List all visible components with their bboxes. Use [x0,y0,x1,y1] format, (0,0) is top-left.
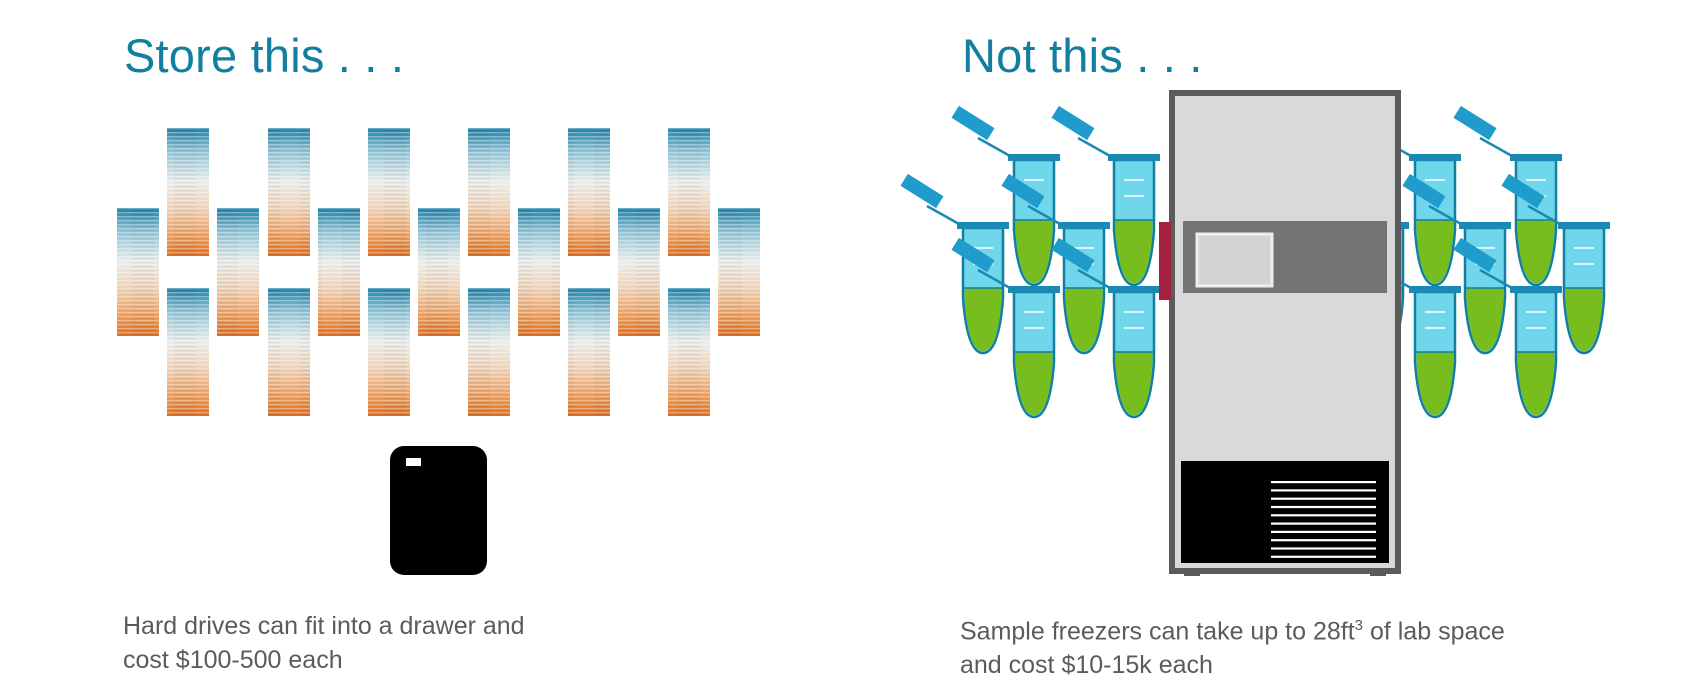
freezer-foot-right [1370,571,1386,576]
sequence-tile-grid [117,128,760,416]
sequence-tile [268,288,310,416]
sequence-tile [268,128,310,256]
freezer-foot-left [1184,571,1200,576]
sequence-tile [568,288,610,416]
microcentrifuge-tube-icon [1051,105,1160,287]
freezer-display [1195,232,1274,288]
hard-drive-led [406,458,421,466]
sequence-tile [117,208,159,336]
microcentrifuge-tube-icon [1501,173,1610,355]
right-caption: Sample freezers can take up to 28ft3 of … [960,609,1660,682]
sequence-tile [668,288,710,416]
sequence-tile [217,208,259,336]
freezer-vent [1181,461,1389,563]
not-heading: Not this . . . [962,29,1203,82]
sequence-tile [167,288,209,416]
lab-freezer-icon [1159,90,1401,576]
right-caption-line1: Sample freezers can take up to 28ft3 of … [960,617,1505,646]
sequence-tile [668,128,710,256]
hard-drive-icon [390,446,487,575]
microcentrifuge-tube-icon [1453,237,1562,419]
sequence-tile [368,288,410,416]
left-caption: Hard drives can fit into a drawer and co… [123,609,683,677]
freezer-handle [1159,222,1171,300]
sequence-tile [618,208,660,336]
store-heading: Store this . . . [124,29,405,82]
sequence-tile [568,128,610,256]
left-caption-line2: cost $100-500 each [123,646,343,674]
sequence-tile [167,128,209,256]
sequence-tile [368,128,410,256]
sequence-tile [418,208,460,336]
left-caption-line1: Hard drives can fit into a drawer and [123,612,525,640]
right-caption-line2: and cost $10-15k each [960,651,1213,680]
microcentrifuge-tube-icon [951,237,1060,419]
sequence-tile [718,208,760,336]
sequence-tile [468,288,510,416]
microcentrifuge-tube-icon [1051,237,1160,419]
sequence-tile [468,128,510,256]
freezer-vent-lines [1271,481,1376,558]
sequence-tile [318,208,360,336]
sequence-tile [518,208,560,336]
